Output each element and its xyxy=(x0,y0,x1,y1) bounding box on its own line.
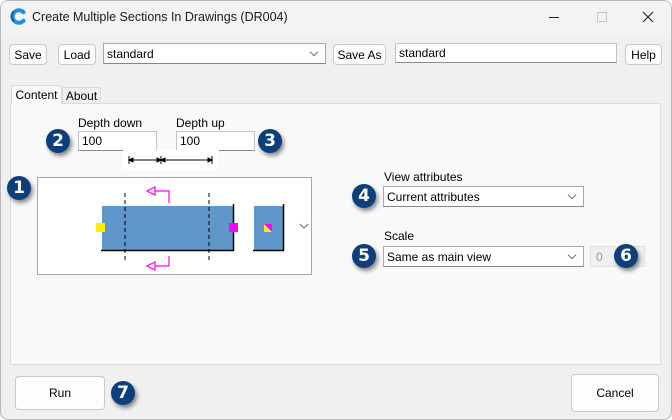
depth-down-value: 100 xyxy=(82,134,103,148)
maximize-button[interactable] xyxy=(579,1,625,33)
section-layout-select[interactable] xyxy=(37,177,312,275)
view-attributes-label: View attributes xyxy=(384,170,463,184)
callout-badge-7: 7 xyxy=(111,381,135,405)
callout-badge-1: 1 xyxy=(7,176,31,200)
callout-badge-6: 6 xyxy=(614,244,638,268)
load-button[interactable]: Load xyxy=(58,44,96,65)
save-as-name-input[interactable]: standard xyxy=(395,43,617,63)
scale-label: Scale xyxy=(384,229,415,243)
minimize-button[interactable] xyxy=(531,1,577,33)
depth-down-label: Depth down xyxy=(78,116,143,130)
save-as-name-value: standard xyxy=(399,46,446,60)
callout-badge-3: 3 xyxy=(258,129,282,153)
chevron-down-icon xyxy=(567,193,577,199)
preset-select[interactable]: standard xyxy=(103,43,326,64)
app-logo-icon xyxy=(10,8,26,25)
chevron-down-icon xyxy=(567,253,577,259)
run-button[interactable]: Run xyxy=(15,376,105,410)
preset-select-value: standard xyxy=(107,46,154,61)
depth-dimension-indicator xyxy=(123,150,219,170)
cancel-button[interactable]: Cancel xyxy=(571,374,659,412)
title-bar: Create Multiple Sections In Drawings (DR… xyxy=(1,1,671,34)
help-button[interactable]: Help xyxy=(625,44,662,65)
depth-down-input[interactable]: 100 xyxy=(78,131,157,151)
callout-badge-2: 2 xyxy=(46,129,70,153)
close-icon xyxy=(642,11,654,23)
minimize-icon xyxy=(549,17,559,18)
custom-scale-value: 0 xyxy=(596,249,603,264)
chevron-down-icon xyxy=(309,50,319,56)
maximize-icon xyxy=(597,12,607,22)
tab-about[interactable]: About xyxy=(62,87,101,104)
window-title: Create Multiple Sections In Drawings (DR… xyxy=(32,10,288,24)
depth-up-label: Depth up xyxy=(176,116,225,130)
view-attributes-select[interactable]: Current attributes xyxy=(383,186,584,207)
section-layout-preview-icon xyxy=(96,186,309,271)
scale-value: Same as main view xyxy=(387,249,492,264)
depth-up-value: 100 xyxy=(180,134,201,148)
save-button[interactable]: Save xyxy=(9,44,47,65)
callout-badge-4: 4 xyxy=(352,184,376,208)
tab-content[interactable]: Content xyxy=(11,85,62,104)
view-attributes-value: Current attributes xyxy=(387,189,480,204)
scale-select[interactable]: Same as main view xyxy=(383,246,584,267)
callout-badge-5: 5 xyxy=(352,244,376,268)
close-button[interactable] xyxy=(625,1,671,33)
save-as-button[interactable]: Save As xyxy=(333,44,386,65)
depth-up-input[interactable]: 100 xyxy=(176,131,255,151)
dimension-arrows-icon xyxy=(127,156,214,164)
